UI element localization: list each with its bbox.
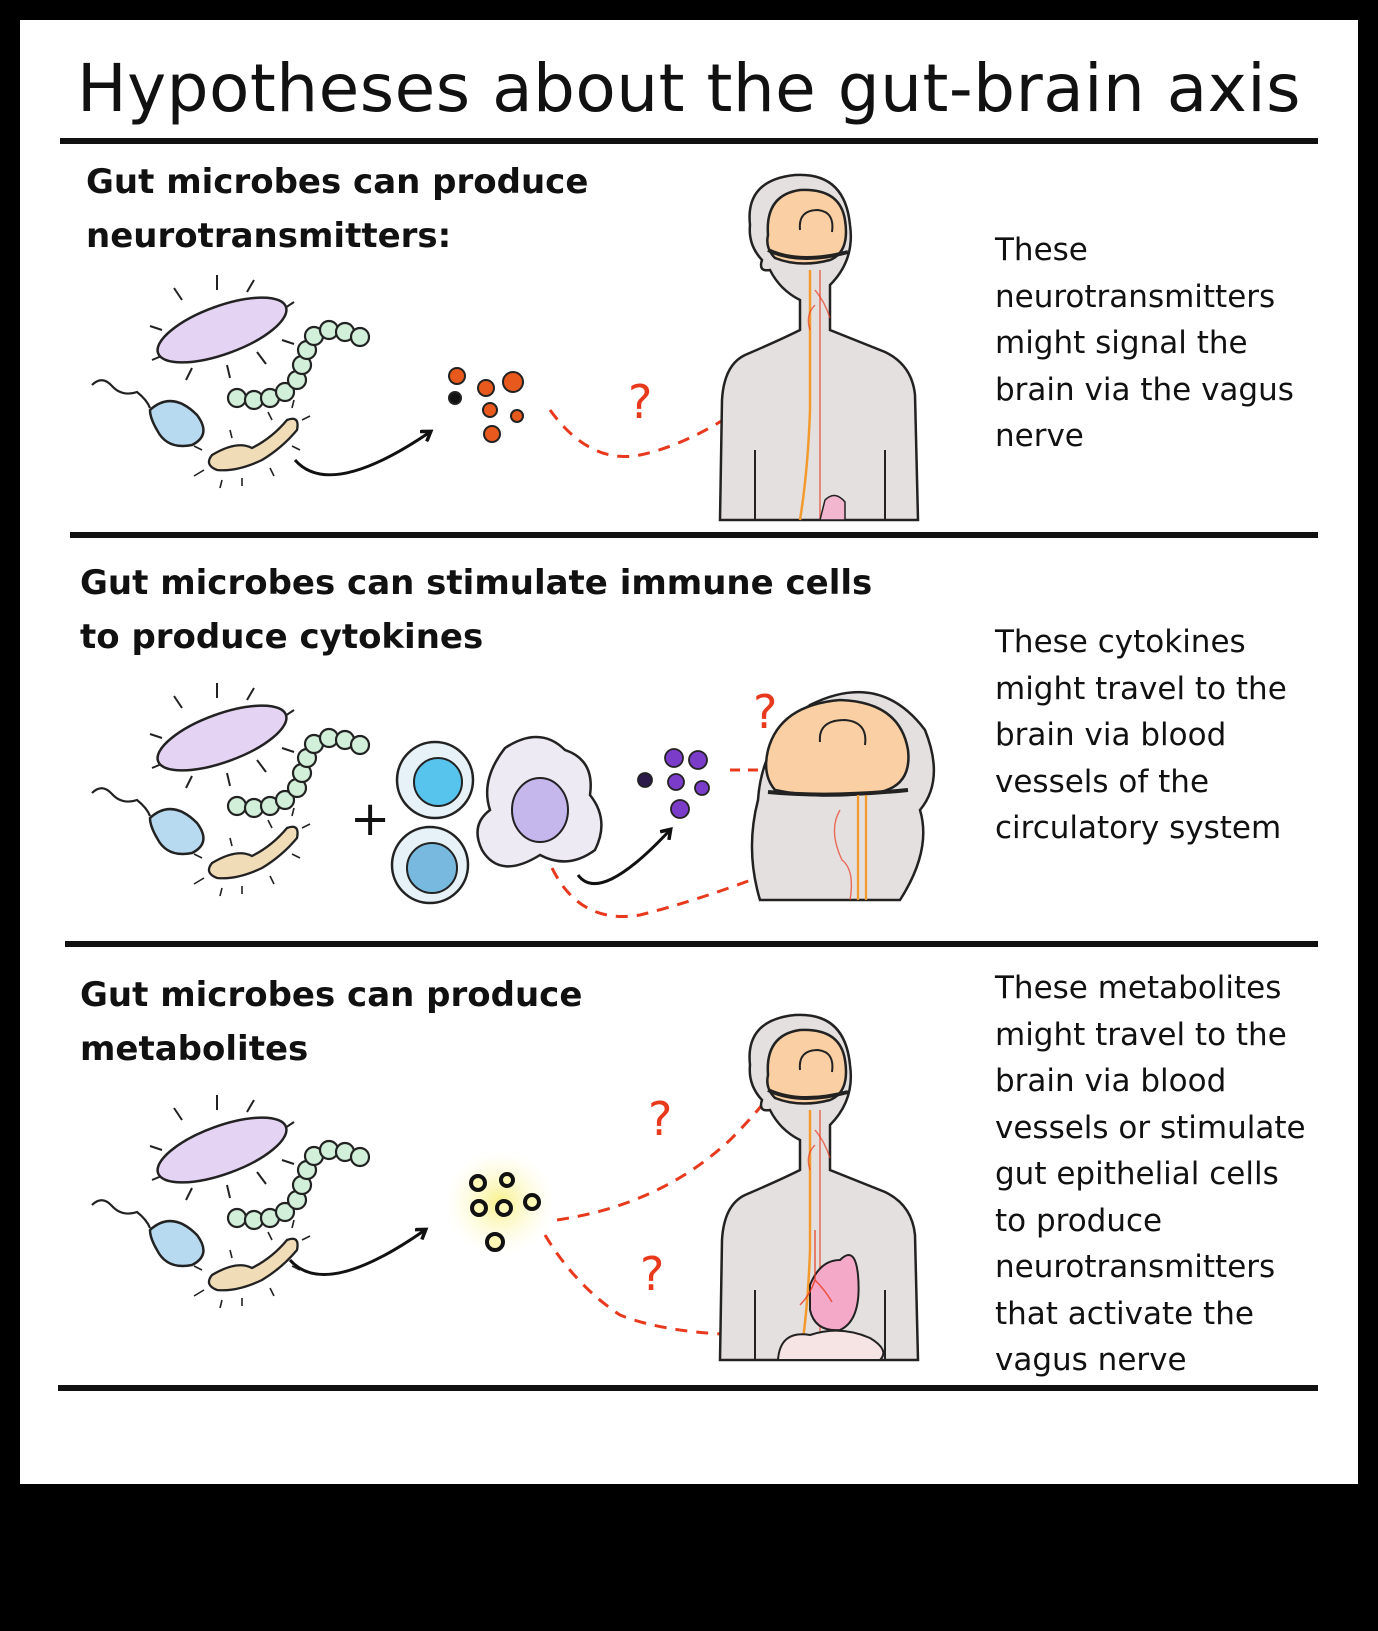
signal-arrow-3b [543,1234,760,1335]
produce-arrow-3 [288,1230,425,1276]
illustrations: ? + ? [90,172,936,1362]
produce-arrow-1 [293,432,430,477]
human-torso-3 [718,1012,920,1362]
page-title: Hypotheses about the gut-brain axis [76,50,1302,127]
section-3-heading: Gut microbes can produce metabolites [80,975,583,1069]
signal-arrow-2b [550,867,772,918]
signal-arrow-1 [548,370,790,458]
diagram-panel: Hypotheses about the gut-brain axis Gut … [20,20,1358,1484]
question-mark-1: ? [628,375,652,429]
divider-bottom [58,1385,1318,1391]
question-mark-3a: ? [648,1092,672,1146]
section-3-description: These metabolites might travel to the br… [995,970,1306,1378]
metabolite-particles [445,1150,555,1255]
question-mark-3b: ? [640,1247,664,1301]
question-mark-2: ? [753,685,777,739]
plus-sign: + [350,791,390,847]
microbes-cluster-3 [90,1093,371,1310]
human-head-2 [750,690,936,902]
section-1-description: These neurotransmitters might signal the… [995,232,1294,454]
microbes-cluster-1 [90,273,371,490]
section-1-heading: Gut microbes can produce neurotransmitte… [86,162,589,256]
produce-arrow-2 [576,830,670,885]
section-2-heading: Gut microbes can stimulate immune cells … [80,563,873,657]
human-torso-1 [718,172,920,522]
divider-1 [70,532,1318,538]
immune-cells [390,735,603,905]
divider-top [60,138,1318,144]
section-2-description: These cytokines might travel to the brai… [995,624,1287,846]
cytokine-particles [637,748,710,819]
divider-2 [65,941,1318,947]
microbes-cluster-2 [90,681,371,898]
neurotransmitter-particles [448,367,524,443]
